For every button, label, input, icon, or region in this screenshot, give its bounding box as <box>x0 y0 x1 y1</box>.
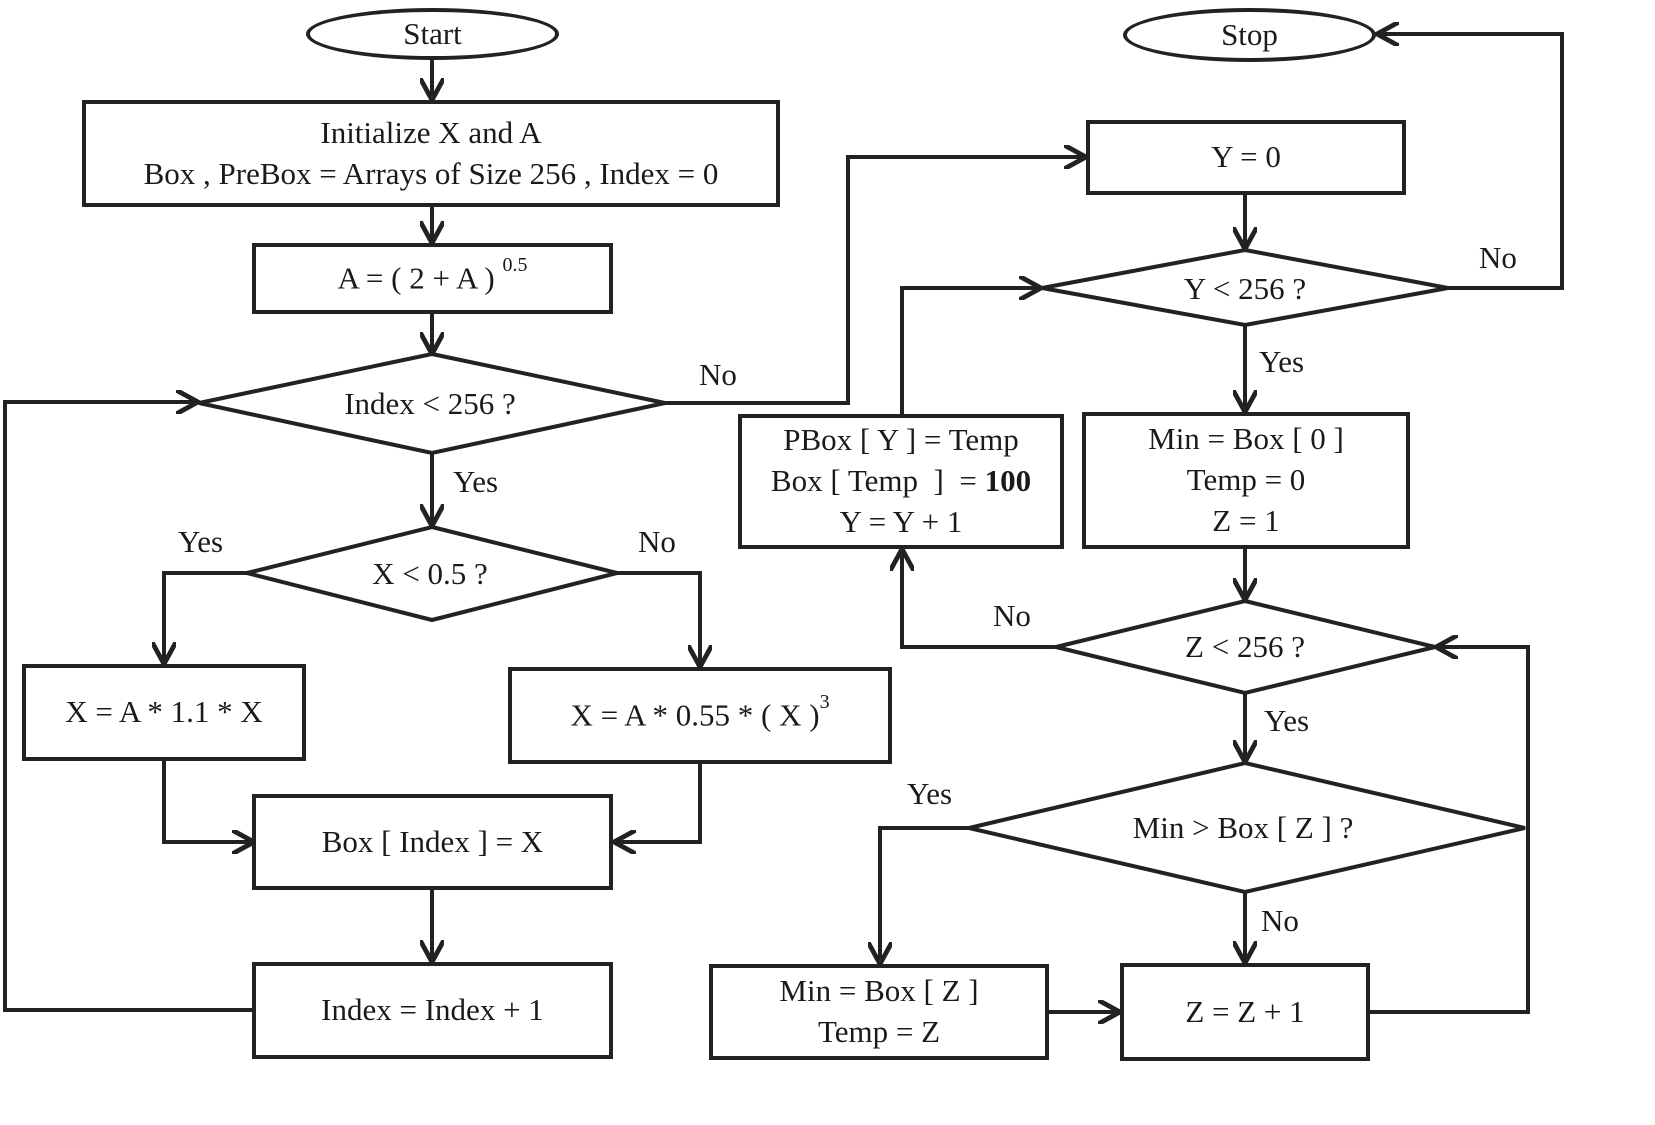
start-terminal: Start <box>306 8 559 60</box>
x-large-exponent: 3 <box>819 690 830 713</box>
y-check-text: Y < 256 ? <box>1183 271 1307 306</box>
x-large-box: X = A * 0.55 * ( X )3 <box>508 667 892 764</box>
arrow-min-yes <box>880 826 969 962</box>
y-init-box: Y = 0 <box>1086 120 1406 195</box>
pbox-line-3: Y = Y + 1 <box>839 503 963 539</box>
a-update-formula: A = ( 2 + A ) 0.5 <box>337 253 528 296</box>
z-inc-box: Z = Z + 1 <box>1120 963 1370 1061</box>
arrow-xlarge-to-box <box>616 763 702 842</box>
arrow-y-no-to-stop <box>1379 34 1564 290</box>
x-check-text: X < 0.5 ? <box>372 556 488 591</box>
min-update-box: Min = Box [ Z ] Temp = Z <box>709 964 1049 1060</box>
arrow-zinc-to-zcheck <box>1368 647 1530 1014</box>
arrow-pbox-to-ycheck <box>900 288 1039 414</box>
z-check-text: Z < 256 ? <box>1185 629 1305 664</box>
pbox-line-1: PBox [ Y ] = Temp <box>783 422 1019 458</box>
y-yes-label: Yes <box>1259 344 1305 379</box>
pbox-box: PBox [ Y ] = Temp Box [ Temp ] = 100 Y =… <box>738 414 1064 549</box>
init-line-1: Initialize X and A <box>320 114 542 150</box>
index-inc-box: Index = Index + 1 <box>252 962 613 1059</box>
a-update-box: A = ( 2 + A ) 0.5 <box>252 243 613 314</box>
z-no-label: No <box>993 598 1031 633</box>
init-box: Initialize X and A Box , PreBox = Arrays… <box>82 100 780 207</box>
x-yes-label: Yes <box>178 524 224 559</box>
arrow-loop-back <box>3 402 252 1012</box>
arrow-z-no <box>902 551 1056 649</box>
arrow-x-yes <box>164 571 247 662</box>
min-update-line-2: Temp = Z <box>817 1014 941 1049</box>
min-init-line-1: Min = Box [ 0 ] <box>1148 421 1344 457</box>
box-assign-box: Box [ Index ] = X <box>252 794 613 890</box>
y-no-label: No <box>1479 240 1517 275</box>
start-label: Start <box>403 15 462 51</box>
z-yes-label: Yes <box>1264 703 1310 738</box>
min-init-line-3: Z = 1 <box>1212 502 1280 538</box>
x-large-formula: X = A * 0.55 * ( X )3 <box>570 690 830 733</box>
x-no-label: No <box>638 524 676 559</box>
box-assign-text: Box [ Index ] = X <box>321 823 544 859</box>
index-no-label: No <box>699 357 737 392</box>
index-inc-text: Index = Index + 1 <box>321 992 544 1028</box>
min-init-line-2: Temp = 0 <box>1186 462 1306 498</box>
min-compare-text: Min > Box [ Z ] ? <box>1132 810 1354 845</box>
min-no-label: No <box>1261 903 1299 938</box>
min-yes-label: Yes <box>907 776 953 811</box>
min-update-line-1: Min = Box [ Z ] <box>779 973 979 1009</box>
x-small-box: X = A * 1.1 * X <box>22 664 306 761</box>
index-check-text: Index < 256 ? <box>344 386 516 421</box>
index-yes-label: Yes <box>453 464 499 499</box>
arrow-xsmall-to-box <box>162 760 252 842</box>
stop-terminal: Stop <box>1123 8 1376 62</box>
pbox-value-bold: 100 <box>984 463 1032 499</box>
stop-label: Stop <box>1221 16 1278 52</box>
arrow-index-no <box>665 157 1084 405</box>
arrow-x-no <box>617 571 700 665</box>
x-small-formula: X = A * 1.1 * X <box>65 694 263 730</box>
z-inc-text: Z = Z + 1 <box>1185 993 1305 1029</box>
y-init-text: Y = 0 <box>1211 139 1281 175</box>
x-check-diamond <box>246 524 618 623</box>
a-update-exponent: 0.5 <box>502 253 528 276</box>
pbox-line-2: Box [ Temp ] = 100 <box>770 463 1032 499</box>
init-line-2: Box , PreBox = Arrays of Size 256 , Inde… <box>143 155 719 191</box>
min-init-box: Min = Box [ 0 ] Temp = 0 Z = 1 <box>1082 412 1410 549</box>
